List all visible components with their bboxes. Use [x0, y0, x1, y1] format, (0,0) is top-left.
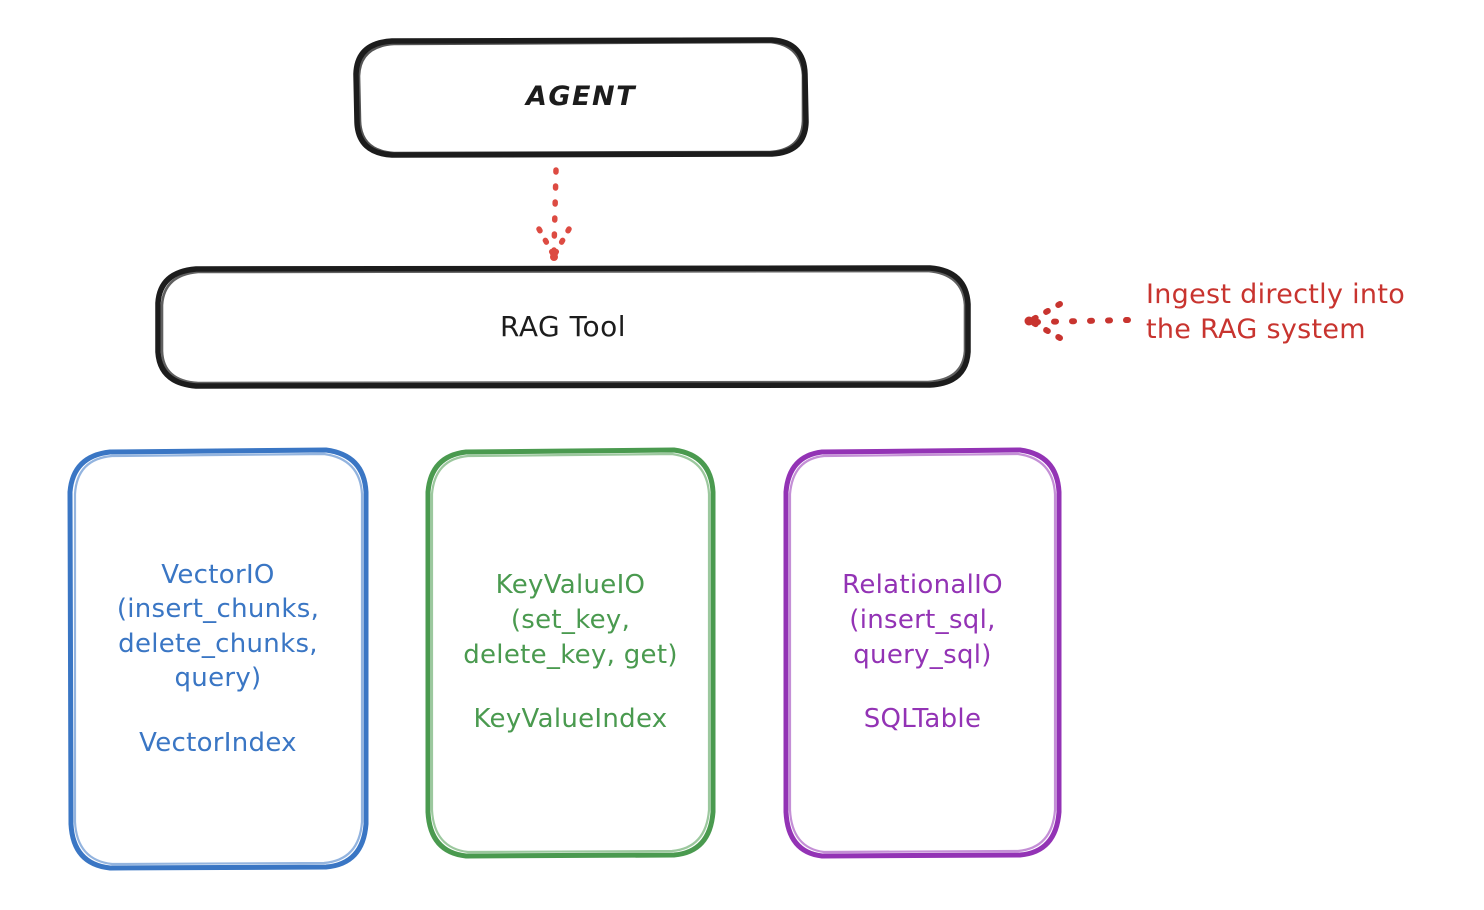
ingest-arrow-connector: [1024, 301, 1131, 341]
node-rag-tool-label: RAG Tool: [500, 310, 626, 344]
node-key-value-io[interactable]: KeyValueIO (set_key, delete_key, get) Ke…: [428, 450, 713, 855]
relational-io-box-outline: [783, 447, 1062, 859]
key-value-io-box-outline: [425, 447, 716, 859]
vector-io-box-outline: [67, 447, 369, 871]
node-sql-table-label: SQLTable: [863, 704, 982, 735]
node-agent[interactable]: AGENT: [356, 40, 806, 155]
node-agent-label: AGENT: [525, 81, 636, 113]
node-vector-io-label: VectorIO (insert_chunks, delete_chunks, …: [116, 559, 320, 694]
key-value-io-box-outline-sketch: [430, 452, 711, 854]
relational-io-box-outline-sketch: [788, 452, 1057, 854]
agent-box-outline-sketch: [357, 40, 805, 155]
node-key-value-index-label: KeyValueIndex: [473, 704, 668, 735]
node-relational-io-label: RelationalIO (insert_sql, query_sql): [842, 570, 1003, 670]
rag-tool-box-outline-sketch: [160, 269, 967, 385]
node-relational-io[interactable]: RelationalIO (insert_sql, query_sql) SQL…: [786, 450, 1059, 855]
node-rag-tool[interactable]: RAG Tool: [158, 268, 968, 386]
node-key-value-io-label: KeyValueIO (set_key, delete_key, get): [463, 570, 678, 670]
agent-box-outline: [353, 37, 809, 158]
agent-to-rag-connector: [536, 167, 572, 261]
node-vector-index-label: VectorIndex: [139, 727, 297, 758]
annotation-ingest-text: Ingest directly into the RAG system: [1146, 279, 1406, 346]
rag-tool-box-outline: [155, 265, 971, 389]
vector-io-box-outline-sketch: [73, 452, 364, 866]
node-vector-io[interactable]: VectorIO (insert_chunks, delete_chunks, …: [70, 450, 366, 868]
